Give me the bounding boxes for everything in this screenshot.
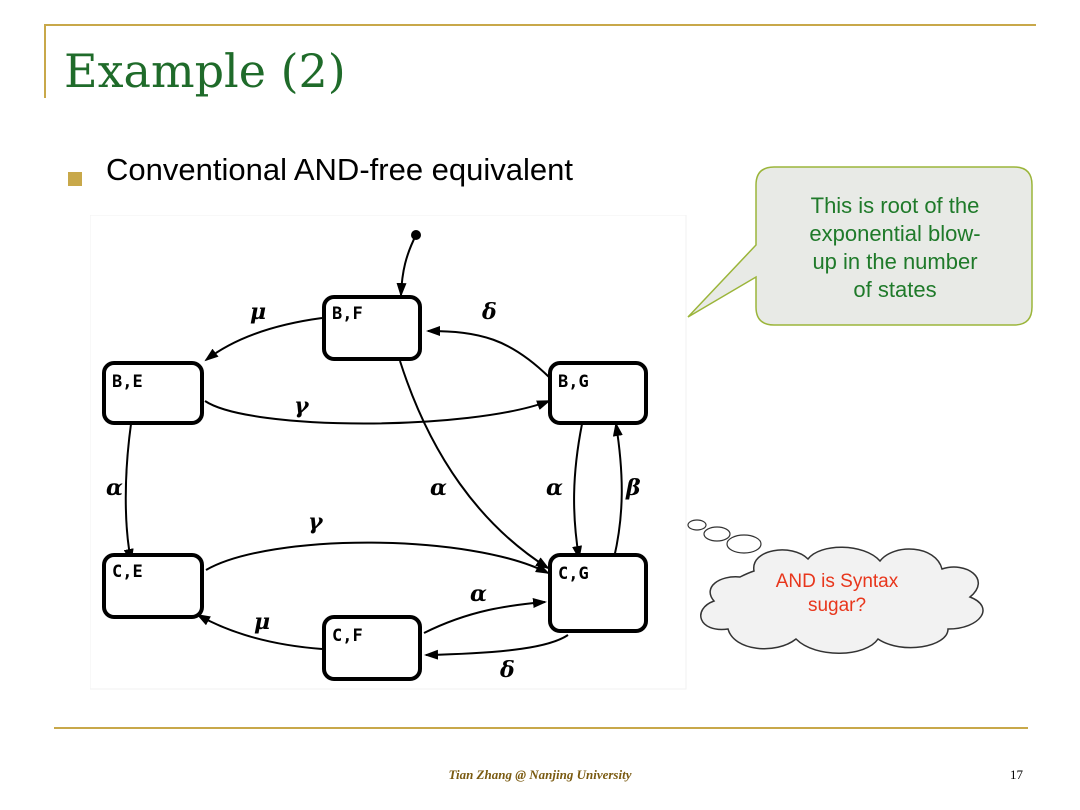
edge-cg-to-bg xyxy=(612,422,623,559)
thought-line: AND is Syntax xyxy=(775,571,899,592)
svg-text:C,G: C,G xyxy=(558,564,589,584)
edge-be-to-ce xyxy=(123,423,134,563)
callout-line: up in the number xyxy=(812,249,978,274)
edge-bf-to-be xyxy=(204,317,323,362)
edge-be-to-bg xyxy=(204,400,551,425)
state-node-ce: C,E xyxy=(102,553,204,619)
thought-text: AND is Syntax sugar? xyxy=(712,570,962,618)
edge-bg-to-cg xyxy=(572,423,583,560)
bullet-text: Conventional AND-free equivalent xyxy=(106,152,573,187)
footer-credit: Tian Zhang @ Nanjing University xyxy=(448,767,632,782)
label-delta-top: δ xyxy=(481,299,497,325)
label-gamma-bottom: γ xyxy=(308,509,324,535)
label-alpha-diagonal: α xyxy=(430,475,447,501)
label-mu-top: μ xyxy=(250,299,266,325)
svg-text:B,E: B,E xyxy=(112,372,143,392)
state-node-cf: C,F xyxy=(322,615,422,681)
svg-text:B,F: B,F xyxy=(332,304,363,324)
edge-cf-to-ce xyxy=(196,614,323,650)
frame-left-rule xyxy=(44,24,46,98)
callout-text: This is root of the exponential blow- up… xyxy=(752,192,1038,304)
state-node-bf: B,F xyxy=(322,295,422,361)
slide-title: Example (2) xyxy=(64,44,346,98)
label-alpha-bottom: α xyxy=(470,581,487,607)
label-alpha-left: α xyxy=(106,475,123,501)
edge-bf-to-cg xyxy=(399,360,550,570)
edge-ce-to-cg xyxy=(205,541,550,574)
callout-line: of states xyxy=(853,277,937,302)
footer-rule xyxy=(54,727,1028,729)
callout-line: exponential blow- xyxy=(809,221,981,246)
label-mu-bottom: μ xyxy=(254,609,270,635)
svg-text:B,G: B,G xyxy=(558,372,589,392)
thought-cloud xyxy=(687,519,984,654)
thought-line: sugar? xyxy=(807,595,867,616)
speech-callout xyxy=(687,166,1033,326)
label-delta-bottom: δ xyxy=(499,657,515,683)
callout-line: This is root of the xyxy=(810,193,980,218)
state-node-cg: C,G xyxy=(548,553,648,633)
state-node-be: B,E xyxy=(102,361,204,425)
label-beta: β xyxy=(625,475,641,501)
bullet-marker xyxy=(68,172,82,186)
page-number: 17 xyxy=(1010,767,1023,782)
frame-top-rule xyxy=(44,24,1036,26)
state-diagram: B,F B,E B,G C,E C,G C,F μ δ γ α α α β γ … xyxy=(90,215,687,690)
svg-text:C,E: C,E xyxy=(112,562,143,582)
edge-bg-to-bf xyxy=(426,326,550,378)
svg-text:C,F: C,F xyxy=(332,626,363,646)
label-alpha-right: α xyxy=(546,475,563,501)
edge-cf-to-cg xyxy=(423,598,547,634)
initial-transition xyxy=(396,234,417,297)
label-gamma-top: γ xyxy=(294,393,310,419)
edge-cg-to-cf xyxy=(424,634,569,660)
state-node-bg: B,G xyxy=(548,361,648,425)
